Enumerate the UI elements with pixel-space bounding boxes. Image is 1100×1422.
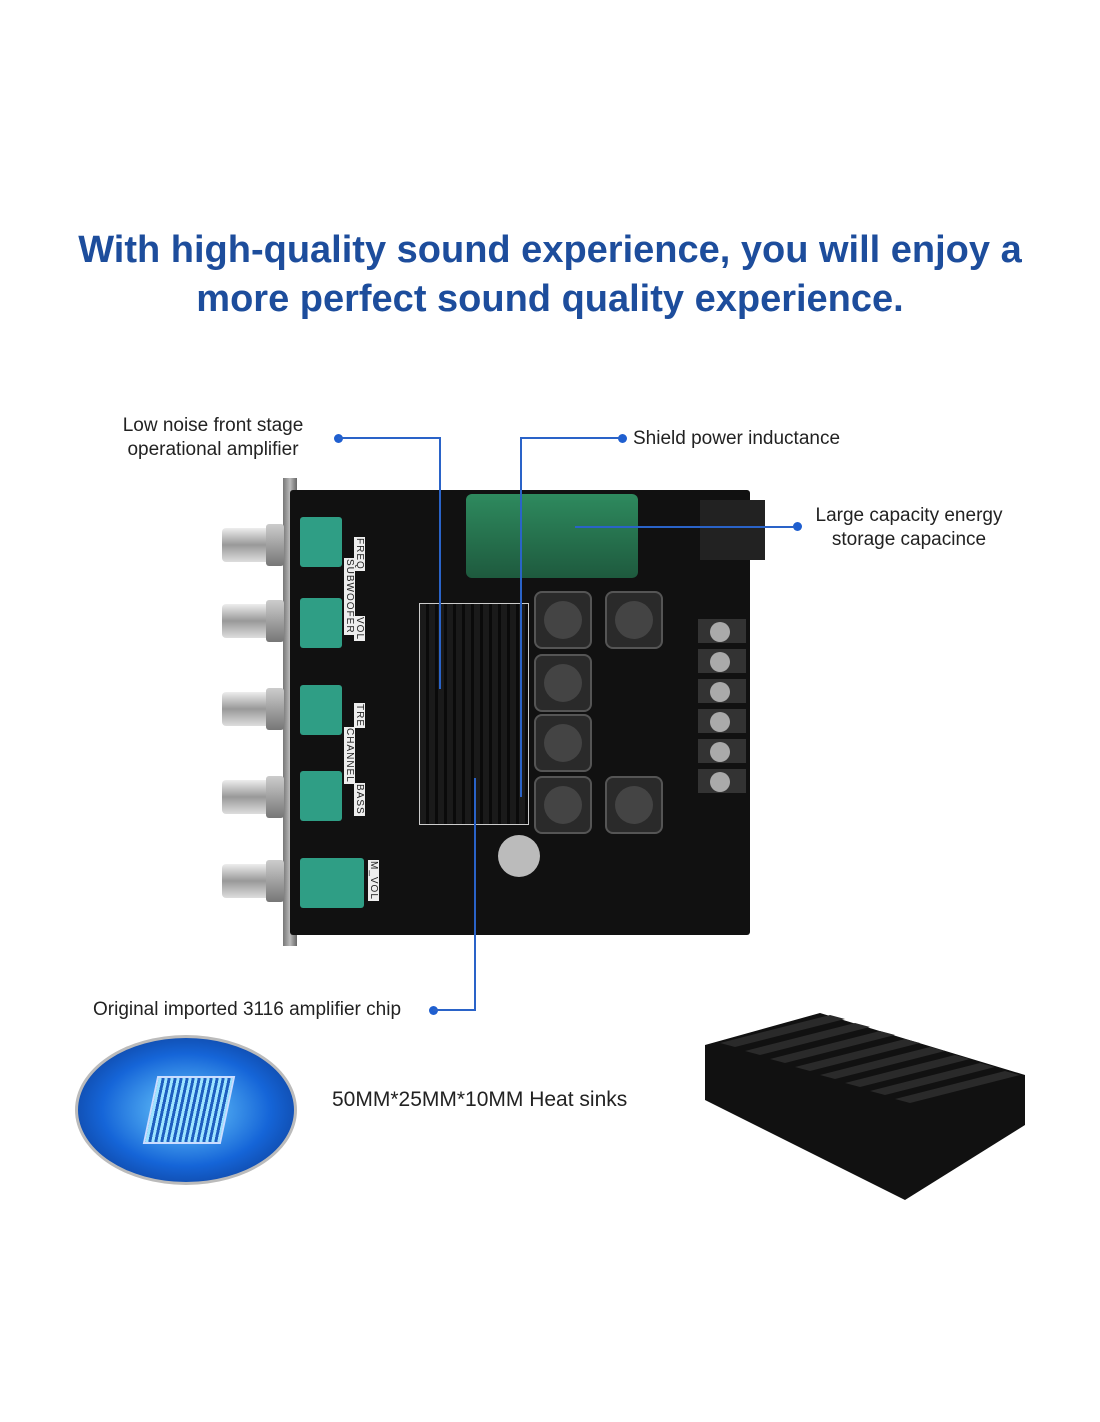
potentiometer (300, 517, 342, 567)
potentiometer (300, 771, 342, 821)
board-label: VOL (354, 616, 365, 642)
callout-dot (618, 434, 627, 443)
inductor (605, 776, 663, 834)
callout-op-amp: Low noise front stage operational amplif… (100, 414, 326, 462)
callout-text: storage capacince (831, 529, 987, 550)
knob-subwoofer-vol (222, 600, 284, 642)
chip-illustration (75, 1035, 297, 1185)
potentiometer (300, 598, 342, 648)
terminal (697, 648, 747, 674)
callout-inductance: Shield power inductance (633, 428, 841, 449)
inductor (534, 776, 592, 834)
terminal (697, 738, 747, 764)
knob-bass (222, 776, 284, 818)
terminal (697, 708, 747, 734)
callout-chip: Original imported 3116 amplifier chip (93, 999, 402, 1020)
callout-text: Large capacity energy (815, 505, 1003, 526)
callout-line (433, 1009, 476, 1011)
board-label: BASS (354, 783, 365, 816)
inductor (534, 591, 592, 649)
callout-heatsink: 50MM*25MM*10MM Heat sinks (332, 1088, 628, 1111)
dc-jack (700, 500, 765, 560)
headline-line-1: With high-quality sound experience, you … (78, 229, 1022, 271)
chip-icon (142, 1076, 236, 1144)
headline: With high-quality sound experience, you … (0, 226, 1100, 324)
callout-line (474, 778, 476, 1011)
board-label: SUBWOOFER (344, 558, 355, 635)
knob-treble (222, 688, 284, 730)
heatsink-image (705, 1013, 1025, 1200)
inductor (605, 591, 663, 649)
terminal (697, 618, 747, 644)
potentiometer (300, 685, 342, 735)
terminal (697, 678, 747, 704)
board-label: CHANNEL (344, 727, 355, 784)
callout-line (575, 526, 795, 528)
callout-line (520, 437, 620, 439)
inductor (534, 654, 592, 712)
callout-dot (793, 522, 802, 531)
board-label: FREQ (354, 537, 365, 571)
callout-capacitor: Large capacity energy storage capacince (805, 504, 1013, 552)
callout-line (439, 437, 441, 689)
inductor (534, 714, 592, 772)
potentiometer (300, 858, 364, 908)
callout-line (520, 437, 522, 797)
headline-line-2: more perfect sound quality experience. (196, 278, 904, 320)
electrolytic-capacitor (466, 494, 638, 578)
knob-master-vol (222, 860, 284, 902)
knob-freq (222, 524, 284, 566)
callout-text: Low noise front stage (122, 415, 304, 436)
terminal (697, 768, 747, 794)
callout-text: operational amplifier (127, 439, 299, 460)
capacitor (498, 835, 540, 877)
callout-line (338, 437, 441, 439)
board-label: M_VOL (368, 860, 379, 901)
board-label: TRE (354, 703, 365, 728)
